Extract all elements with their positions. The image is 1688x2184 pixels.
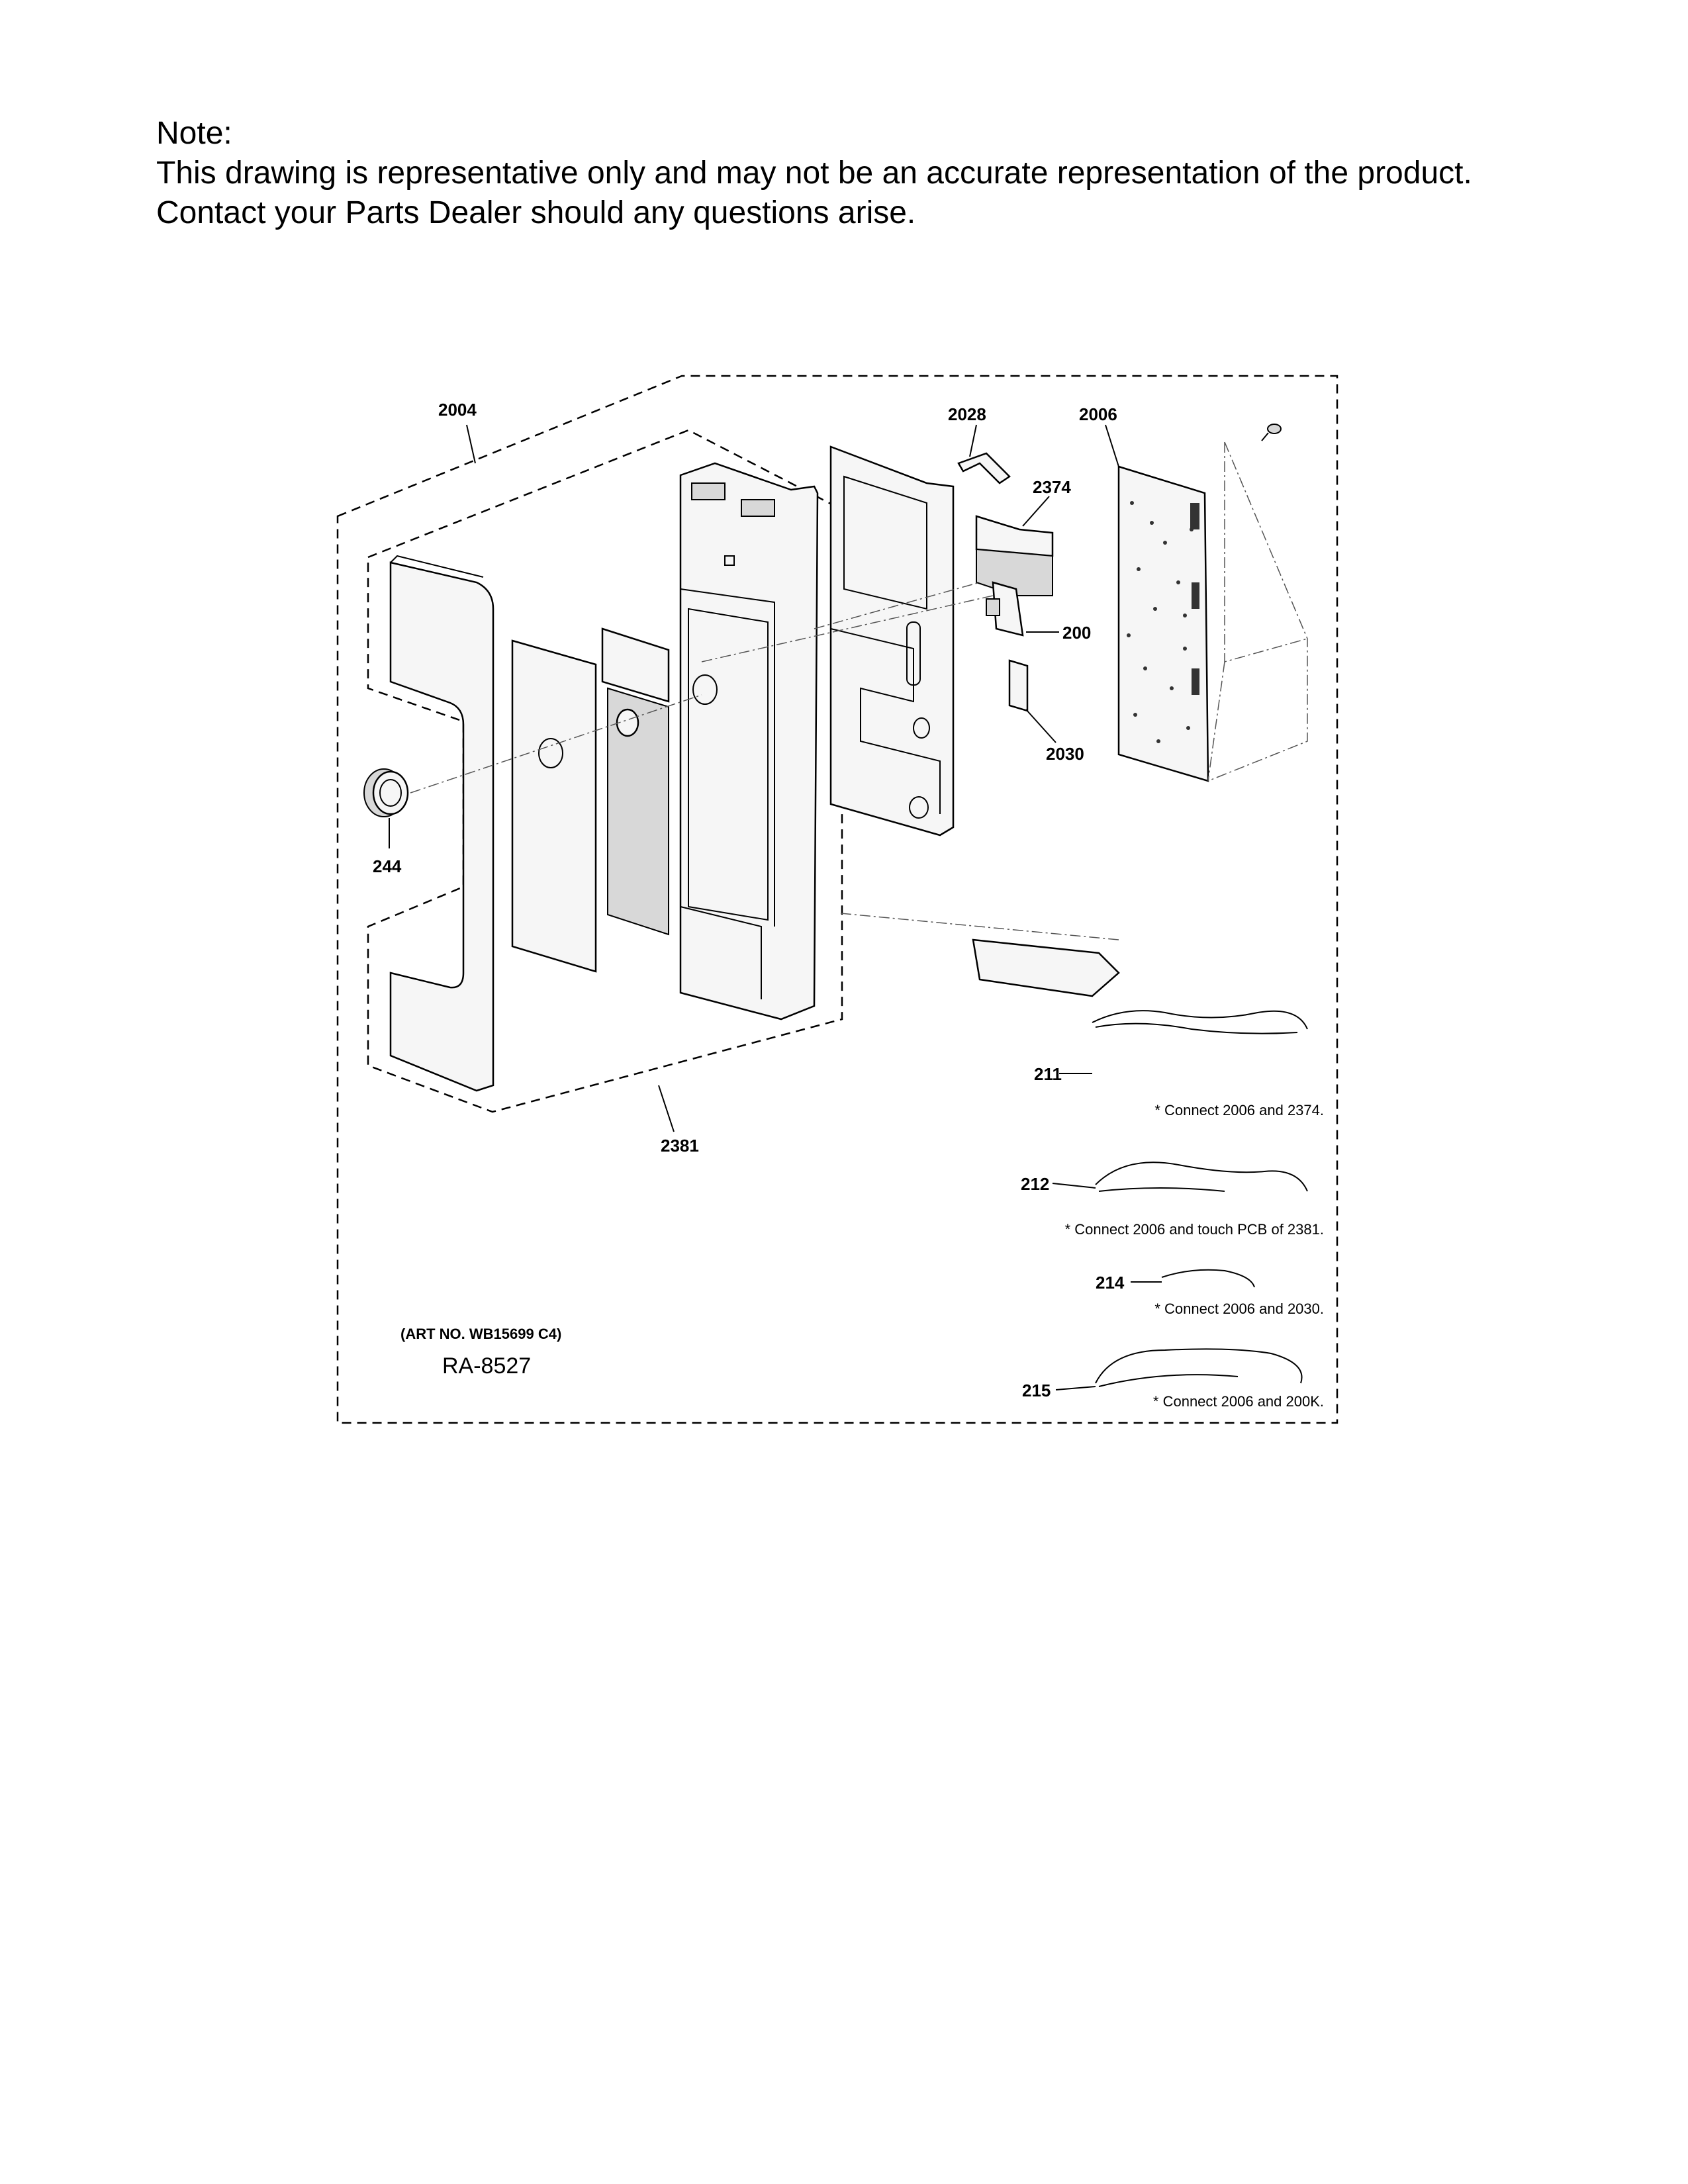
harness-214: [1161, 1269, 1255, 1288]
caption-212: * Connect 2006 and touch PCB of 2381.: [1065, 1221, 1324, 1238]
main-pcb-2006: [1117, 441, 1308, 782]
note-block: Note: This drawing is representative onl…: [156, 114, 1472, 233]
guide-line-board: [701, 595, 994, 662]
label-200: 200: [1062, 623, 1091, 643]
screw: [1261, 424, 1282, 441]
board-2030: [1008, 659, 1029, 712]
label-212: 212: [1021, 1174, 1049, 1194]
art-number: (ART NO. WB15699 C4): [400, 1326, 561, 1342]
note-contact: Contact your Parts Dealer should any que…: [156, 195, 916, 230]
label-2004: 2004: [438, 400, 477, 420]
caption-215: * Connect 2006 and 200K.: [1153, 1393, 1324, 1410]
label-2374: 2374: [1033, 477, 1071, 497]
insulation-pad: [972, 938, 1120, 997]
label-244: 244: [373, 856, 402, 876]
harness-212: [1095, 1161, 1308, 1192]
harness-215: [1095, 1348, 1303, 1387]
label-214: 214: [1096, 1273, 1125, 1293]
harness-211: [1092, 1010, 1308, 1034]
assembly-2381-boundary: [367, 429, 843, 1113]
clip-2028: [957, 452, 1011, 484]
label-215: 215: [1022, 1381, 1051, 1400]
control-panel-2004: [389, 555, 494, 1092]
ra-number: RA-8527: [442, 1353, 531, 1379]
guide-line-bracket: [814, 582, 1119, 940]
display-module-2374: [975, 515, 1054, 596]
label-2381: 2381: [661, 1136, 699, 1156]
sheet-insulator: [601, 627, 670, 936]
note-disclaimer: This drawing is representative only and …: [156, 156, 1472, 191]
outer-boundary: [336, 375, 1338, 1424]
note-heading: Note:: [156, 116, 232, 151]
label-2028: 2028: [948, 404, 986, 424]
label-2030: 2030: [1046, 744, 1084, 764]
caption-211: * Connect 2006 and 2374.: [1154, 1102, 1324, 1118]
leader-lines: [389, 424, 1162, 1390]
pcb-components: [1127, 501, 1199, 743]
sheet-overlay: [511, 639, 597, 973]
caption-214: * Connect 2006 and 2030.: [1154, 1300, 1324, 1317]
guide-line-knob: [410, 694, 702, 794]
knob-244: [363, 768, 409, 817]
label-211: 211: [1034, 1064, 1062, 1084]
mounting-bracket: [829, 445, 955, 837]
label-2006: 2006: [1079, 404, 1117, 424]
board-200: [986, 581, 1024, 637]
frame-housing: [679, 462, 819, 1021]
